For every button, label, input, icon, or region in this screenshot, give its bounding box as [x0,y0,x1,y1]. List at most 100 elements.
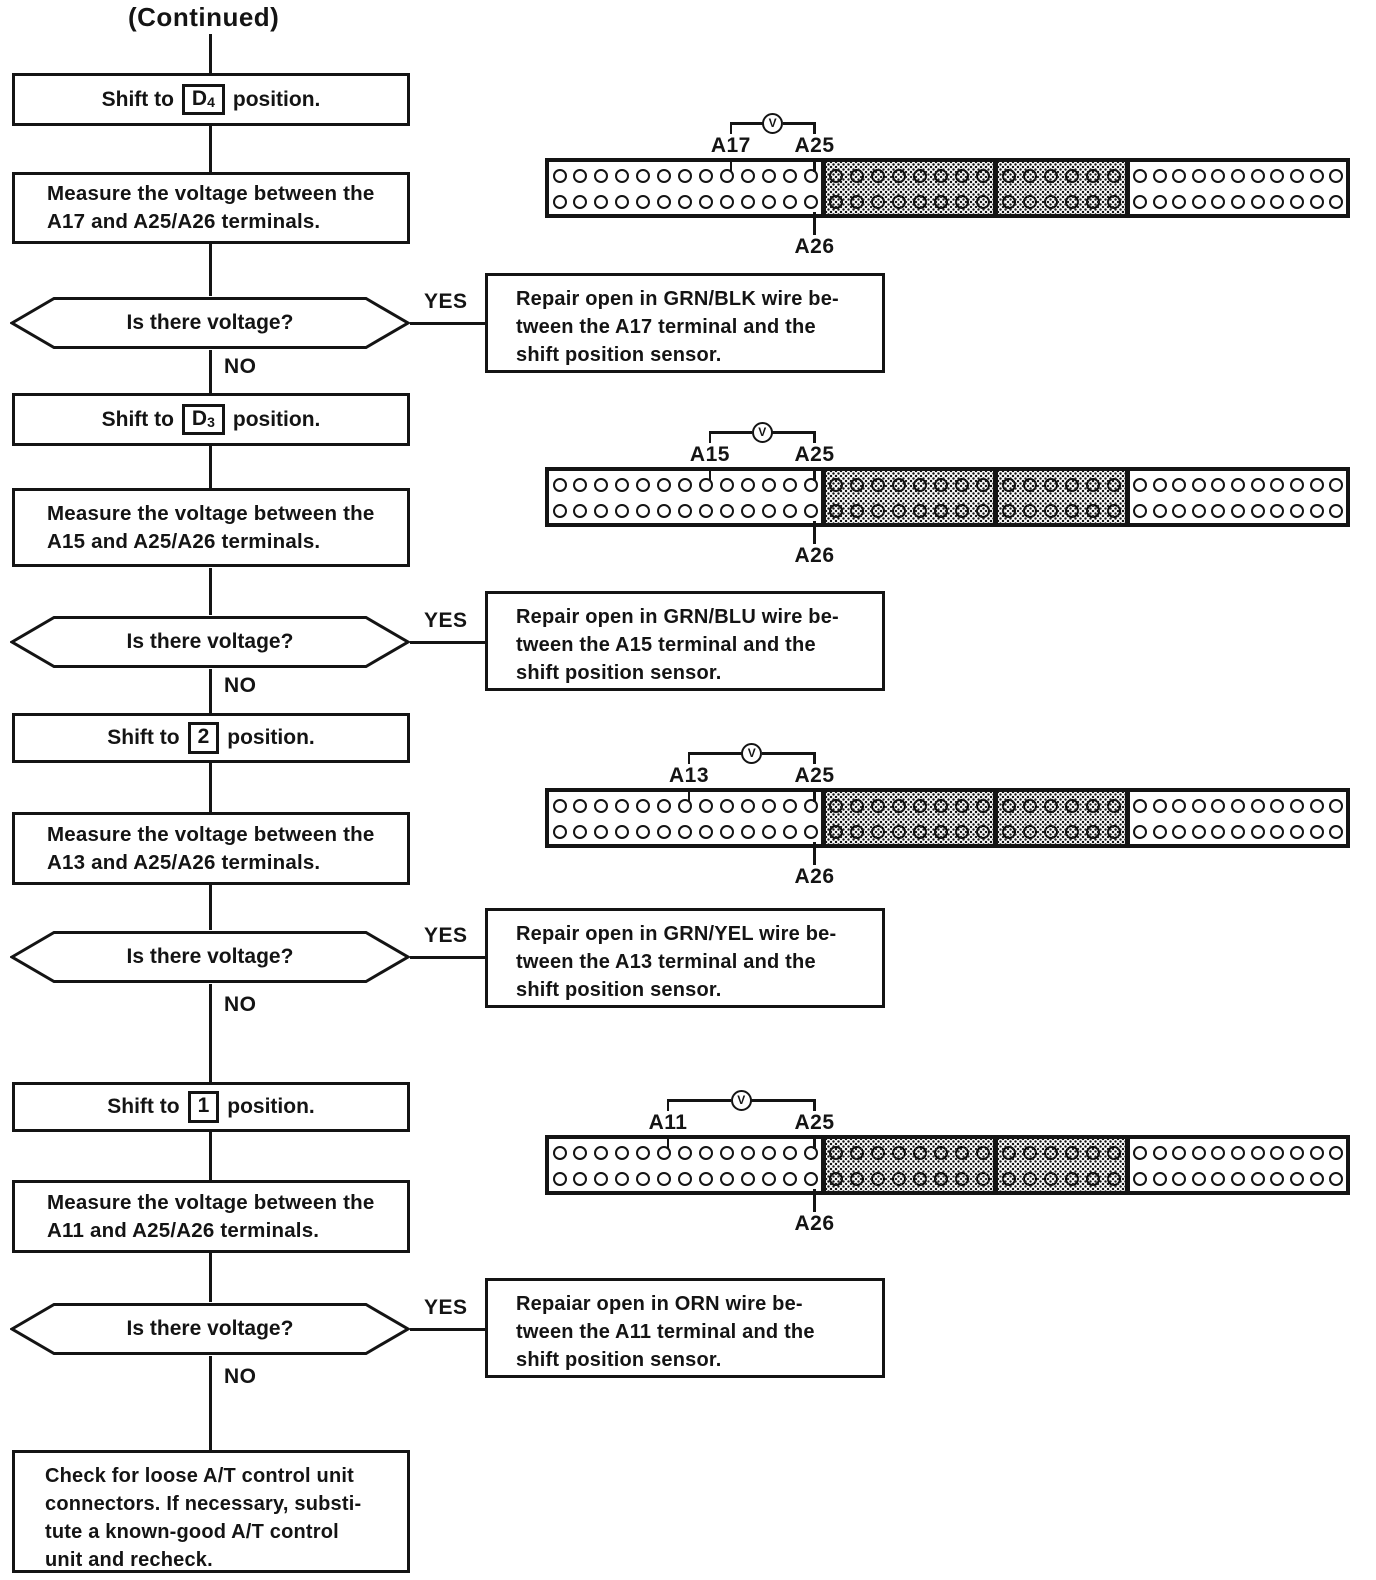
flow-connector-line [209,763,212,812]
connector-pin [573,825,588,839]
connector-pin [1329,504,1344,518]
repair-text-line: tween the A15 terminal and the [516,634,816,656]
connector-pin [615,798,630,813]
gear-position-main: D [191,406,208,430]
connector-pin [1329,1145,1344,1160]
connector-pin [552,1172,567,1186]
connector-pin [719,477,734,492]
decision-hexagon-shape [10,297,410,349]
connector-pin [1250,168,1265,183]
repair-text-line: shift position sensor. [516,344,722,366]
connector-pin [1001,477,1016,492]
repair-action-box: Repair open in GRN/BLU wire be-tween the… [485,591,885,691]
connector-pin [892,504,907,518]
page-title: (Continued) [128,2,280,32]
connector-pin [594,1145,609,1160]
connector-pin [678,504,692,518]
connector-pin [1152,1145,1167,1160]
connector-pin [871,168,886,183]
connector-pin [678,477,692,492]
connector-pin [1309,798,1324,813]
connector-pin [719,798,734,813]
connector-pin [1152,195,1167,209]
connector-pin [1250,1172,1265,1186]
final-action-line: tute a known-good A/T control [45,1521,339,1543]
connector-pin [698,1145,713,1160]
connector-pin [1107,195,1122,209]
terminal-label-bottom: A26 [791,235,838,259]
connector-pin [782,477,797,492]
connector-pin [1329,825,1344,839]
connector-section-divider [1125,162,1130,214]
measure-text-line: A13 and A25/A26 terminals. [47,850,321,874]
connector-pin [1001,168,1016,183]
connector-pin [892,477,907,492]
repair-action-box: Repaiar open in ORN wire be-tween the A1… [485,1278,885,1378]
connector-pin [1132,1172,1147,1186]
connector-pin [975,825,990,839]
connector-pin [1231,1172,1245,1186]
connector-pin [1107,504,1122,518]
connector-section-divider [821,471,826,523]
shift-suffix-label: position. [227,726,315,749]
connector-pin [1289,825,1304,839]
connector-pin [1270,1172,1285,1186]
connector-pin [1329,195,1344,209]
connector-pin [636,195,651,209]
connector-pin [657,168,672,183]
connector-pin [1191,1145,1206,1160]
connector-pin [1289,1172,1304,1186]
connector-pin [933,504,948,518]
connector-section-divider [993,162,998,214]
probe-wire-horizontal [751,1099,816,1102]
connector-pin [933,798,948,813]
connector-section-divider [1125,792,1130,844]
connector-pin [933,168,948,183]
gear-position-box: 1 [187,1091,220,1123]
connector-pin [871,504,886,518]
connector-pin [1132,168,1147,183]
ground-wire-vertical [813,521,816,544]
connector-pin [850,1145,865,1160]
connector-pin [1086,825,1101,839]
connector-pin [761,477,776,492]
connector-pin [1001,798,1016,813]
connector-pin [636,477,651,492]
connector-pin [1250,504,1265,518]
connector-shaded-section [998,162,1125,214]
connector-pin [1043,477,1058,492]
flow-connector-line [209,669,212,713]
final-action-line: unit and recheck. [45,1549,213,1571]
connector-pin [1231,798,1245,813]
connector-pin [975,1172,990,1186]
connector-pin [954,477,969,492]
connector-pin [1309,168,1324,183]
gear-position-main: 1 [197,1094,210,1118]
connector-pin [1172,168,1187,183]
ground-wire-vertical [813,1189,816,1212]
connector-pin [782,504,797,518]
connector-pin [1107,1172,1122,1186]
yes-label: YES [424,1296,468,1319]
probe-wire-horizontal [772,431,816,434]
connector-pin [761,504,776,518]
connector-pin [1132,1145,1147,1160]
connector-pin [1211,1172,1226,1186]
connector-pin [912,1145,927,1160]
connector-pin [1043,504,1058,518]
connector-pin [1152,798,1167,813]
connector-pin [761,168,776,183]
connector-pin [1065,504,1080,518]
measure-text-line: Measure the voltage between the [47,822,375,846]
connector-pin [782,1172,797,1186]
connector-pin [975,798,990,813]
connector-pin [975,477,990,492]
connector-pin [1231,195,1245,209]
connector-pin [698,798,713,813]
connector-pin [1152,168,1167,183]
connector-pin [1211,825,1226,839]
connector-pin [1001,504,1016,518]
